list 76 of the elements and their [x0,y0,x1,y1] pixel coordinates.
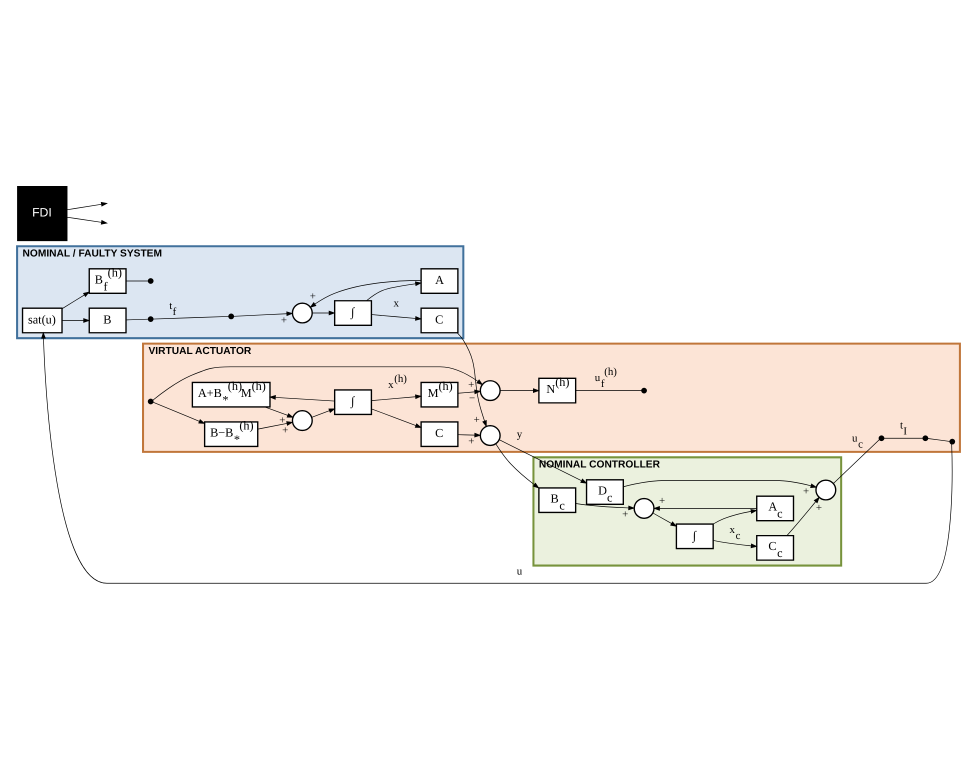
label: + [310,290,316,302]
connector [927,438,950,442]
node-dot [148,398,154,404]
arrow [41,332,952,584]
node-dot [949,438,956,445]
arrow [786,496,820,536]
arrow [312,310,336,316]
edge-label: y [516,428,522,440]
node-box: C [420,421,459,448]
arrow [233,311,294,317]
node-circle [480,380,501,402]
arrow [371,314,422,321]
arrow [310,280,422,308]
label: + [474,414,480,426]
arrow [653,506,757,511]
label: + [279,414,286,427]
node-circle [292,410,313,432]
arrow [713,509,758,524]
arrow [371,408,422,428]
arrow [62,292,90,309]
node-box: C [420,308,459,334]
arrow [575,503,636,510]
node-dot [148,278,154,284]
node-box: A [420,268,459,294]
label: + [468,436,474,448]
edge-label: x [394,298,399,310]
node-circle [634,498,655,519]
arrow [62,318,90,323]
arrow [66,202,108,210]
label: + [622,508,628,520]
connector [152,316,230,320]
node-circle [480,425,501,446]
node-box: ∫ [334,300,372,326]
arrow [152,402,206,424]
arrow [366,281,422,301]
arrow [456,332,487,428]
arrow [458,389,482,394]
arrow [500,388,540,393]
arrow [622,480,818,488]
node-box: sat(u) [22,308,63,334]
connector [126,280,149,282]
label: + [816,502,822,514]
connector [575,390,642,391]
connector [126,318,149,320]
label: + [659,494,666,507]
node-box: FDI [17,186,68,242]
arrow [152,366,484,401]
arrow [268,395,335,402]
label: + [803,485,810,498]
node-dot [641,388,647,394]
node-dot [148,316,154,322]
connector [883,438,924,439]
node-dot [878,435,884,442]
node-circle [815,479,836,501]
arrow [712,540,758,548]
node-dot [922,435,928,442]
node-box: ∫ [334,389,372,416]
arrow [258,421,294,430]
label: + [282,424,288,436]
arrow [652,512,678,527]
arrow [311,408,336,418]
arrow [264,406,294,418]
arrow [498,439,588,484]
arrow [495,443,540,489]
arrow [66,216,108,225]
edge-label: u [516,565,522,578]
label: − [469,392,476,405]
arrow [458,432,482,438]
node-box: ∫ [676,523,714,550]
label: + [468,378,474,391]
label: + [280,314,288,326]
node-circle [292,302,313,324]
arrow [371,394,422,401]
node-box: B [88,308,127,334]
node-dot [228,314,234,320]
connector [833,439,880,484]
